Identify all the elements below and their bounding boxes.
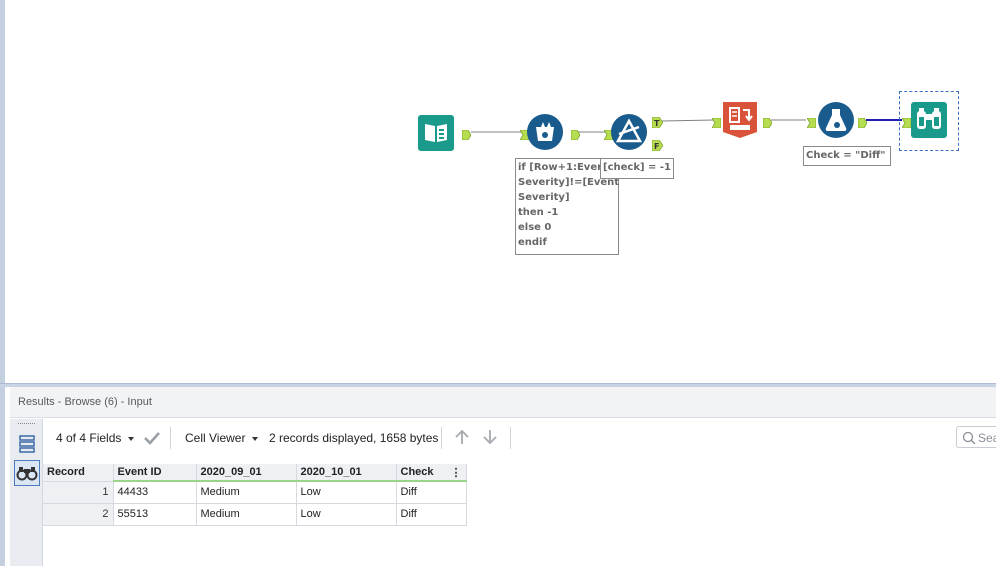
filter-true-anchor[interactable]: T: [651, 115, 664, 129]
input-output-anchor[interactable]: [461, 127, 472, 141]
table-row[interactable]: 1 44433 Medium Low Diff: [43, 481, 467, 504]
column-header-check-label: Check: [400, 465, 434, 478]
fields-selector[interactable]: 4 of 4 Fields: [56, 431, 122, 445]
cell-check[interactable]: Diff: [396, 481, 467, 504]
results-panel: Results - Browse (6) - Input: [0, 387, 996, 566]
formula-input-anchor[interactable]: [806, 115, 817, 129]
input-data-tool[interactable]: [417, 114, 455, 152]
cell-2020-10-01[interactable]: Low: [296, 503, 397, 526]
cell-viewer-selector[interactable]: Cell Viewer: [185, 431, 246, 445]
arrow-down-icon[interactable]: [481, 428, 499, 446]
binoculars-icon: [16, 467, 38, 481]
results-grid: Record Event ID 2020_09_01 2020_10_01 Ch…: [43, 464, 467, 526]
column-header-2020-10-01[interactable]: 2020_10_01: [296, 464, 397, 482]
column-header-event-id[interactable]: Event ID: [113, 464, 197, 482]
transpose-tool[interactable]: [719, 101, 757, 139]
filter-annotation: [check] = -1: [600, 158, 674, 179]
formula-annotation: Check = "Diff": [803, 146, 891, 166]
multirow-output-anchor[interactable]: [570, 127, 581, 141]
fields-dropdown-caret[interactable]: [128, 437, 134, 441]
search-input[interactable]: Sea: [956, 426, 996, 448]
cell-event-id[interactable]: 55513: [113, 503, 197, 526]
cell-2020-10-01[interactable]: Low: [296, 481, 397, 504]
connection-filter-transpose: [661, 119, 715, 122]
formula-output-anchor[interactable]: [857, 115, 868, 129]
checkmark-icon[interactable]: [143, 430, 161, 446]
arrow-up-icon[interactable]: [453, 428, 471, 446]
filter-false-anchor[interactable]: F: [651, 138, 664, 152]
cell-event-id[interactable]: 44433: [113, 481, 197, 504]
toolbar-separator: [441, 427, 442, 449]
filter-tool[interactable]: [610, 113, 648, 151]
record-number: 2: [43, 503, 114, 526]
record-number: 1: [43, 481, 114, 504]
formula-tool[interactable]: [817, 101, 855, 139]
table-row[interactable]: 2 55513 Medium Low Diff: [43, 503, 467, 526]
data-view-button[interactable]: [14, 431, 40, 457]
browse-view-button[interactable]: [14, 460, 40, 486]
results-side-rail: [10, 419, 43, 566]
toolbar-separator: [170, 427, 171, 449]
cell-2020-09-01[interactable]: Medium: [196, 481, 297, 504]
results-title-bar: Results - Browse (6) - Input: [10, 387, 996, 418]
browse-tool-selection: [899, 91, 959, 151]
rows-icon: [19, 435, 35, 453]
column-header-2020-09-01[interactable]: 2020_09_01: [196, 464, 297, 482]
panel-splitter[interactable]: [0, 383, 996, 387]
toolbar-separator: [510, 427, 511, 449]
grid-header-row: Record Event ID 2020_09_01 2020_10_01 Ch…: [43, 464, 467, 482]
workflow-canvas[interactable]: T F: [0, 0, 996, 383]
search-placeholder: Sea: [978, 431, 996, 445]
search-icon: [962, 431, 976, 445]
records-status: 2 records displayed, 1658 bytes: [269, 431, 439, 445]
connections-layer: [471, 119, 902, 133]
multirow-formula-tool[interactable]: [526, 113, 564, 151]
grip-handle[interactable]: [18, 423, 35, 425]
column-menu-icon[interactable]: ⋮: [450, 466, 462, 479]
column-header-check[interactable]: Check ⋮: [396, 464, 467, 482]
cell-check[interactable]: Diff: [396, 503, 467, 526]
column-header-record[interactable]: Record: [43, 464, 114, 482]
results-toolbar: 4 of 4 Fields Cell Viewer 2 records disp…: [43, 419, 996, 453]
cell-2020-09-01[interactable]: Medium: [196, 503, 297, 526]
results-title: Results - Browse (6) - Input: [18, 396, 152, 408]
transpose-output-anchor[interactable]: [762, 115, 773, 129]
cell-viewer-dropdown-caret[interactable]: [252, 437, 258, 441]
filter-false-label: F: [654, 142, 659, 151]
browse-tool[interactable]: [910, 101, 948, 139]
filter-true-label: T: [654, 119, 660, 128]
